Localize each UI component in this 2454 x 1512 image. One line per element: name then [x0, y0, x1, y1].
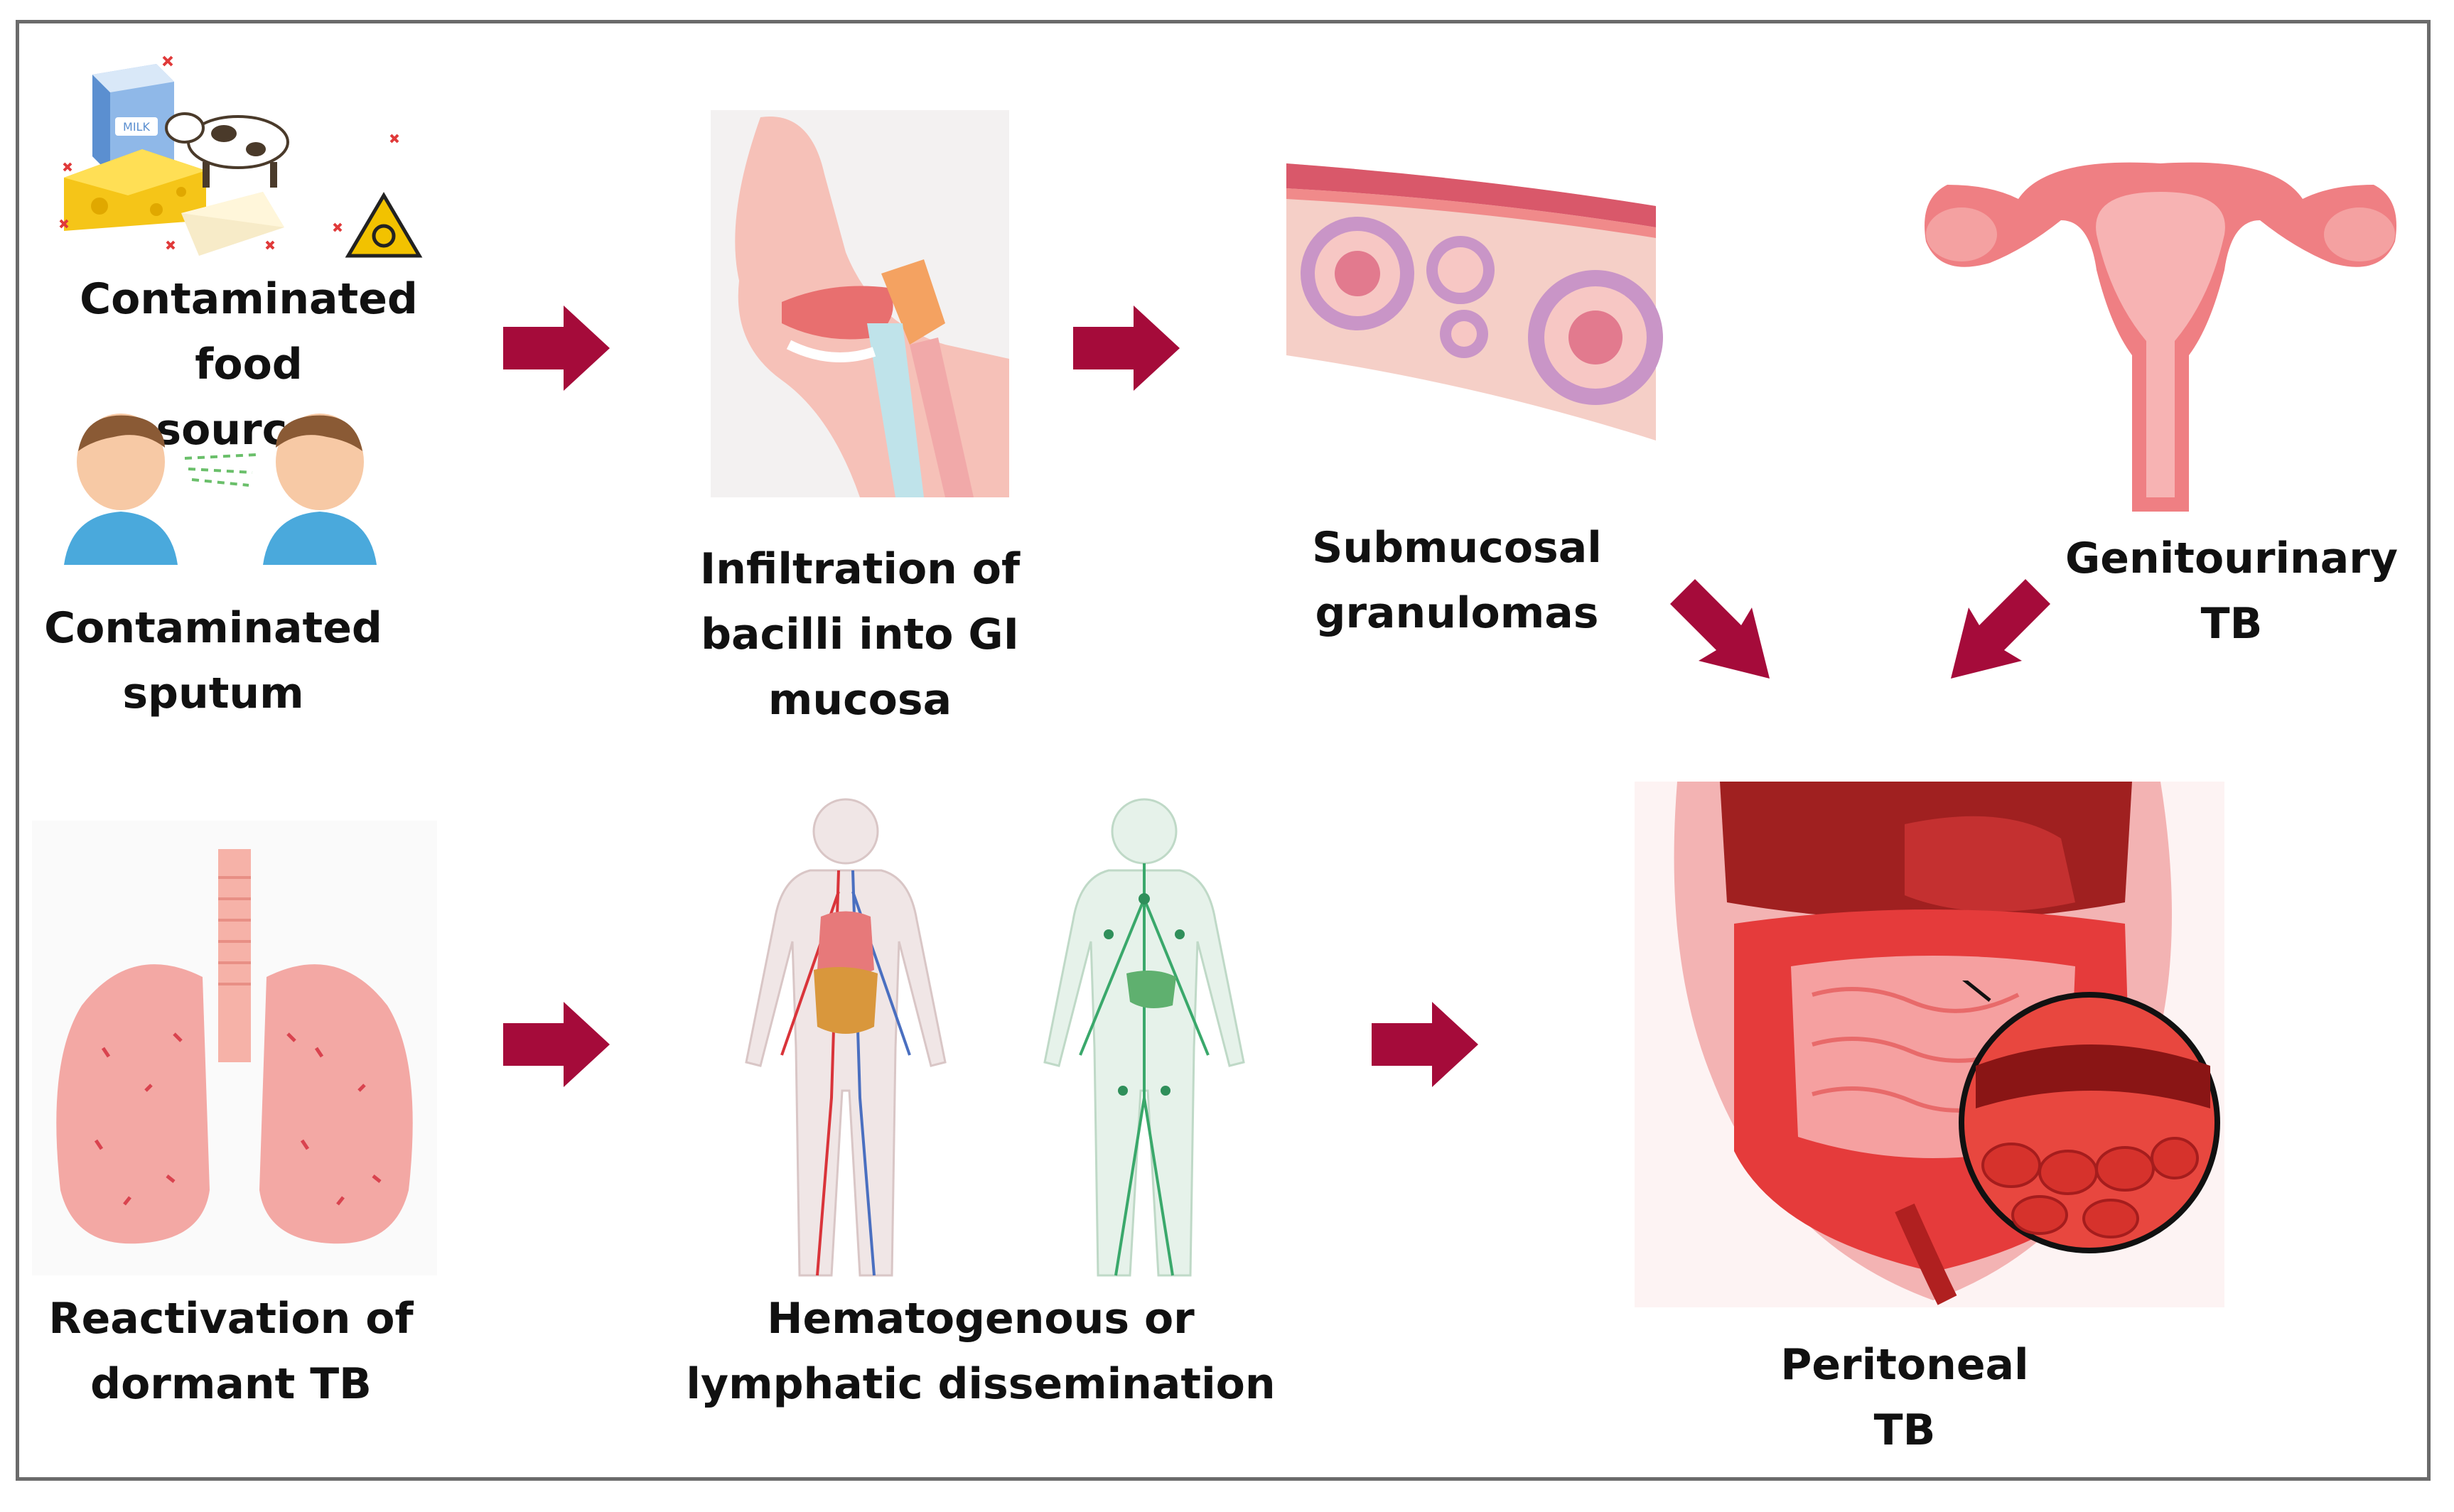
- svg-text:MILK: MILK: [123, 120, 150, 134]
- peritoneal-zoom-callout: [1959, 981, 2220, 1253]
- label-genitourinary: Genitourinary TB: [2065, 534, 2398, 649]
- lungs-icon: [32, 821, 437, 1275]
- circulatory-body-icon: [745, 798, 947, 1277]
- label-reactivation: Reactivation of dormant TB: [48, 1294, 414, 1409]
- arrow-right-1: [503, 306, 610, 391]
- people-talking-icon: [64, 414, 377, 565]
- label-peritoneal: Peritoneal TB: [1780, 1340, 2029, 1455]
- cheese-icon: [64, 149, 284, 256]
- intestinal-wall-icon: [1286, 163, 1663, 441]
- label-dissemination: Hematogenous or lymphatic dissemination: [686, 1294, 1276, 1409]
- arrow-right-4: [1372, 1002, 1478, 1087]
- biohazard-icon: [345, 192, 423, 258]
- uterus-icon: [1925, 162, 2396, 512]
- granuloma-small-2: [1440, 310, 1488, 358]
- arrow-diagonal-granulomas: [1670, 579, 1770, 679]
- arrow-right-3: [503, 1002, 610, 1087]
- arrow-right-2: [1073, 306, 1180, 391]
- head-sagittal-icon: [711, 110, 1009, 497]
- label-infiltration: Infiltration of bacilli into GI mucosa: [699, 544, 1021, 725]
- bacilli-marks: [94, 1032, 382, 1206]
- granuloma-large-1: [1301, 217, 1414, 330]
- label-granulomas: Submucosal granulomas: [1312, 523, 1602, 638]
- arrow-diagonal-genitourinary: [1951, 579, 2050, 679]
- food-sources-figure: MILK: [59, 55, 423, 258]
- lymphatic-body-icon: [1043, 798, 1245, 1277]
- contamination-marks: [59, 55, 399, 250]
- granuloma-large-2: [1528, 270, 1663, 405]
- cow-icon: [165, 112, 289, 188]
- milk-carton-icon: MILK: [92, 64, 174, 174]
- granuloma-small-1: [1426, 236, 1495, 304]
- label-contaminated-sputum: Contaminated sputum: [44, 603, 382, 718]
